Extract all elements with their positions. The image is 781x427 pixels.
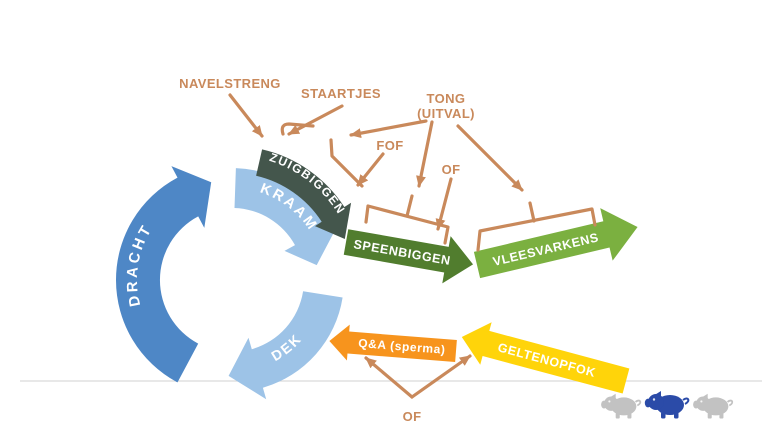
flow-arrow-speenbiggen	[343, 229, 474, 284]
connector-staartjes	[287, 104, 344, 136]
bracket-zuigbiggen	[280, 122, 315, 136]
connector-tong-mid	[416, 120, 434, 188]
pig-icon-gray-right	[693, 393, 734, 419]
cycle-arc-dek	[228, 291, 343, 400]
label-staartjes: STAARTJES	[301, 86, 381, 101]
connector-junction	[329, 138, 364, 188]
label-tong-uitval: (UITVAL)	[417, 106, 475, 121]
connector-of-bottom-left	[364, 356, 414, 399]
bracket-vleesvarkens	[476, 207, 597, 252]
label-qa-sperma: Q&A (sperma)	[358, 336, 446, 357]
pig-ear	[608, 393, 616, 402]
label-tong: TONG	[427, 91, 466, 106]
bracket-vleesvarkens-stem	[528, 201, 536, 223]
pig-tail	[726, 399, 734, 407]
pig-snout	[693, 400, 699, 409]
label-fof: FOF	[376, 138, 403, 153]
connector-tong-right	[456, 124, 524, 192]
label-of-top: OF	[442, 162, 461, 177]
flow-arrow-geltenopfok	[461, 322, 630, 394]
flow-arrow-zuigbiggen	[256, 149, 352, 239]
pig-icon-gray-left	[601, 393, 642, 419]
label-of-bottom: OF	[403, 409, 422, 424]
label-navelstreng: NAVELSTRENG	[179, 76, 281, 91]
connector-tong-left	[349, 119, 428, 139]
connector-navelstreng	[228, 93, 264, 138]
cycle-arc-dracht	[115, 166, 212, 383]
pig-snout	[601, 400, 607, 409]
pig-tail	[682, 397, 690, 405]
annotation-connectors	[228, 93, 597, 399]
pig-icons	[601, 391, 734, 419]
annotation-labels: NAVELSTRENG STAARTJES TONG (UITVAL) FOF …	[179, 76, 475, 424]
cycle-arc-kraam	[234, 168, 341, 266]
pig-tail	[634, 399, 642, 407]
connector-of-bottom-right	[410, 354, 472, 399]
flow-arrow-vleesvarkens	[473, 208, 638, 279]
pig-eye	[700, 400, 703, 403]
pig-icon-blue	[644, 391, 690, 419]
connector-fof	[356, 152, 385, 187]
bracket-speenbiggen-stem	[405, 194, 414, 218]
pig-snout	[644, 398, 652, 408]
connector-of-top	[435, 177, 453, 231]
pig-ear	[700, 393, 708, 402]
pig-ear	[653, 391, 661, 400]
pig-eye	[652, 398, 656, 401]
flow-arrow-qa-sperma	[329, 324, 457, 362]
pig-eye	[608, 400, 611, 403]
